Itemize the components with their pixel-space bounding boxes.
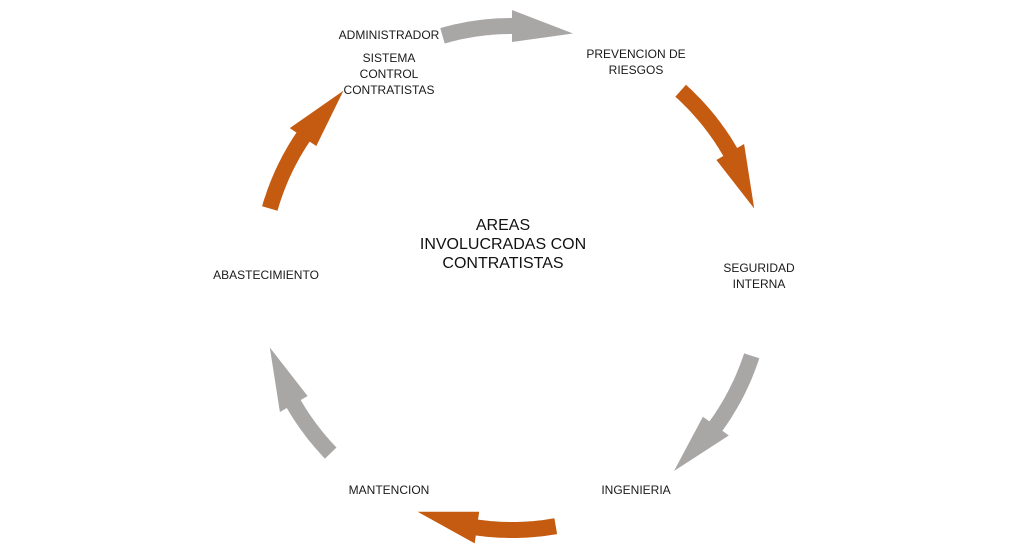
arrow-prevencion-to-seguridad [675, 84, 755, 209]
node-sistema-control-contratistas: SISTEMA CONTROL CONTRATISTAS [343, 51, 435, 97]
arrow-admin-to-prevencion [440, 10, 573, 44]
node-ingenieria: INGENIERIA [601, 483, 671, 497]
node-seguridad-interna: SEGURIDAD INTERNA [723, 261, 795, 291]
center-title: AREAS INVOLUCRADAS CON CONTRATISTAS [419, 217, 587, 272]
arrow-mantencion-to-abastecimiento [269, 347, 337, 459]
arrow-seguridad-to-ingenieria [674, 353, 760, 471]
arrow-ingenieria-to-mantencion [417, 511, 558, 544]
node-abastecimiento: ABASTECIMIENTO [213, 268, 319, 282]
node-administrador: ADMINISTRADOR [338, 28, 440, 42]
arrow-abastecimiento-to-admin [262, 90, 344, 211]
node-prevencion-de-riesgos: PREVENCION DE RIESGOS [586, 47, 686, 77]
node-mantencion: MANTENCION [348, 483, 430, 497]
